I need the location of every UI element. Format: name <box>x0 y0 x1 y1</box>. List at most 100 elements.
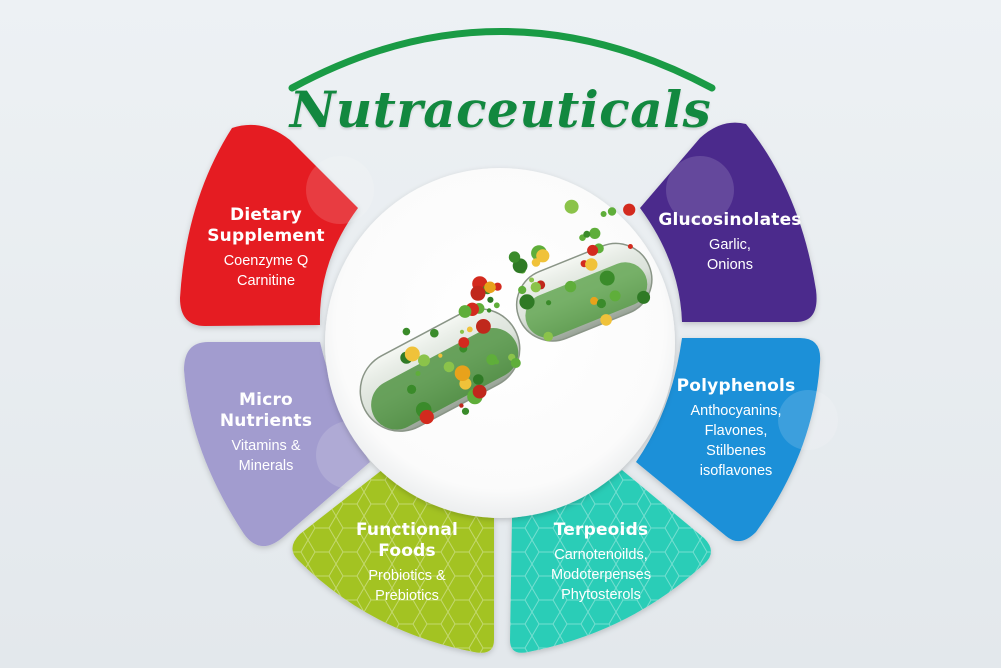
vegetable-particle <box>472 384 487 399</box>
segment-heading-line: Dietary <box>230 205 302 225</box>
segment-example-line: Carnitine <box>236 273 296 289</box>
vegetable-particle <box>494 359 500 365</box>
vegetable-particle <box>600 211 607 217</box>
segment-examples: Coenzyme Q Carnitine <box>196 251 336 291</box>
segment-example-line: Probiotics & <box>368 568 446 584</box>
vegetable-particle <box>596 298 607 309</box>
segment-dietary <box>180 124 374 326</box>
decor-circle-polyphenols-0 <box>778 390 838 450</box>
vegetable-particle <box>510 358 521 368</box>
segment-heading-line: Micro <box>239 390 293 410</box>
segment-heading: Glucosinolates <box>650 210 810 231</box>
vegetable-particle <box>458 337 470 348</box>
hex-pattern-functional <box>292 470 494 653</box>
vegetable-particle <box>473 374 484 385</box>
segment-example-line: isoflavones <box>699 463 773 479</box>
vegetable-particle <box>458 305 472 318</box>
segment-example-line: Modoterpenses <box>551 567 651 583</box>
segment-examples: Probiotics & Prebiotics <box>332 566 482 606</box>
segment-example-line: Carnotenoilds, <box>554 547 648 563</box>
vegetable-particle <box>487 296 494 303</box>
segment-polyphenols <box>636 338 838 542</box>
vegetable-particle <box>637 290 651 304</box>
segment-examples: Vitamins &Minerals <box>196 436 336 476</box>
segment-example-line: Minerals <box>238 458 294 474</box>
segment-heading-line: Glucosinolates <box>658 210 802 230</box>
segment-example-line: Onions <box>707 257 753 273</box>
segment-heading-line: Foods <box>378 541 436 561</box>
top-arc <box>288 28 716 92</box>
vegetable-particle <box>484 281 496 294</box>
vegetable-particle <box>407 384 417 394</box>
segment-example-line: Prebiotics <box>375 588 439 604</box>
vegetable-particle <box>583 230 591 238</box>
decor-circle-glucosinolates-0 <box>666 156 734 224</box>
vegetable-particle <box>589 227 601 239</box>
segment-examples: Garlic,Onions <box>650 235 810 275</box>
segment-example-line: Anthocyanins, <box>690 403 782 419</box>
vegetable-particle <box>508 251 521 263</box>
segment-heading-line: Polyphenols <box>676 376 796 396</box>
segment-heading-line: Functional <box>355 520 459 540</box>
vegetable-particle <box>459 329 465 334</box>
vegetable-particle <box>546 300 552 306</box>
page-title: Nutraceuticals <box>289 80 712 139</box>
segment-shape-micro <box>184 342 370 547</box>
vegetable-particle <box>461 407 470 415</box>
vegetable-particle <box>454 365 471 382</box>
vegetable-particle <box>430 328 439 338</box>
segment-example-line: Stilbenes <box>706 443 766 459</box>
vegetable-particle <box>459 403 464 408</box>
vegetable-particle <box>470 285 486 301</box>
vegetable-particle <box>531 258 541 267</box>
vegetable-particle <box>486 308 492 313</box>
segment-heading-line: Supplement <box>207 226 325 246</box>
vegetable-particle <box>518 285 527 295</box>
vegetable-particle <box>402 327 411 336</box>
vegetable-particle <box>564 280 577 293</box>
vegetable-particle <box>418 354 430 367</box>
capsule-illustration <box>359 242 653 432</box>
vegetable-particle <box>623 203 636 216</box>
vegetable-particle <box>564 199 579 214</box>
vegetable-particle <box>585 258 598 271</box>
vegetable-particle <box>543 331 553 342</box>
vegetable-particle <box>590 296 599 305</box>
vegetable-particles <box>400 199 651 425</box>
segment-example-line: Coenzyme Q <box>223 253 309 269</box>
decor-circle-dietary-0 <box>306 156 374 224</box>
vegetable-particle <box>476 319 491 334</box>
segment-example-line: Flavones, <box>704 423 768 439</box>
vegetable-particle <box>536 249 550 263</box>
segment-terpeoids <box>510 470 711 653</box>
segment-shape-polyphenols <box>636 338 821 542</box>
vegetable-particle <box>519 294 535 310</box>
vegetable-particle <box>609 290 621 302</box>
segment-examples: Anthocyanins, Flavones, Stilbenes isoflavon… <box>664 401 808 481</box>
vegetable-particle <box>404 346 420 362</box>
vegetable-particle <box>607 207 617 216</box>
vegetable-particle <box>530 282 541 293</box>
vegetable-particle <box>438 353 443 358</box>
segment-shape-glucosinolates <box>640 122 817 322</box>
vegetable-particle <box>466 326 473 333</box>
segment-example-line: Phytosterols <box>561 587 641 603</box>
segment-functional <box>292 470 494 653</box>
segment-heading: Polyphenols <box>664 376 808 397</box>
segment-glucosinolates <box>640 122 817 322</box>
segments-group <box>180 122 838 653</box>
vegetable-particle <box>600 314 612 326</box>
segment-heading-line: Terpeoids <box>553 520 649 540</box>
vegetable-particle <box>529 277 535 283</box>
